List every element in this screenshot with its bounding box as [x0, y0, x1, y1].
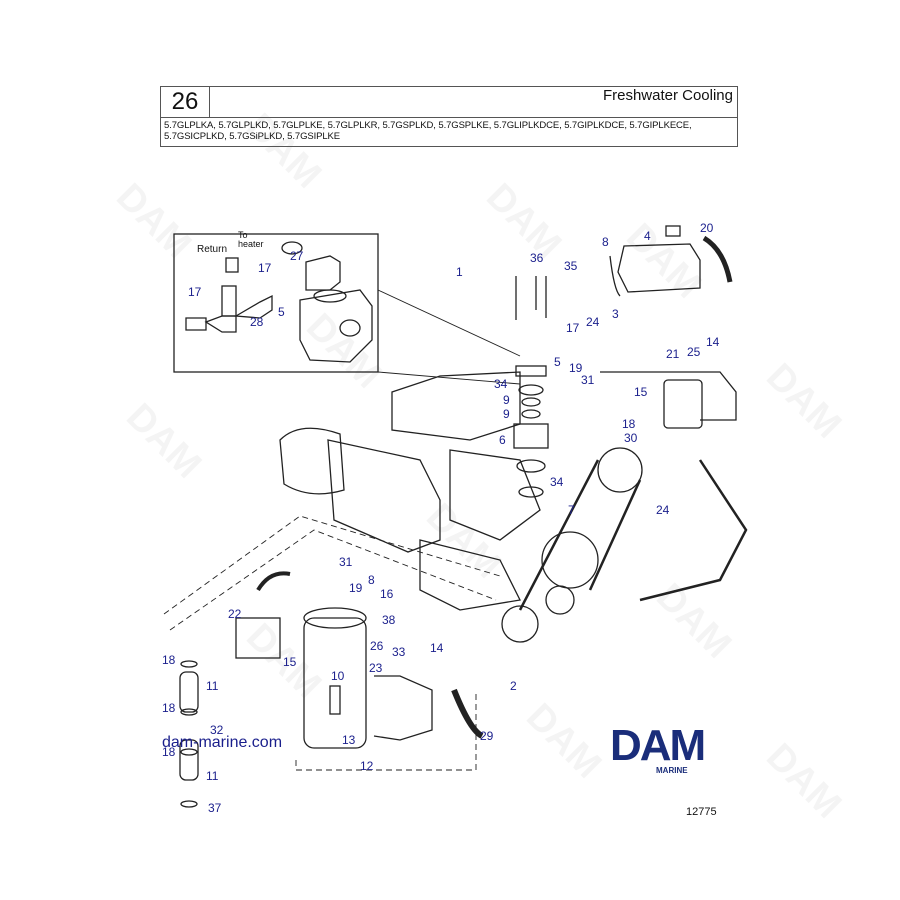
- callout-30: 30: [624, 431, 638, 445]
- figure-number: 12775: [686, 806, 717, 818]
- callout-9: 9: [503, 407, 510, 421]
- callout-24: 24: [656, 503, 670, 517]
- callout-29: 29: [480, 729, 494, 743]
- inset-callout-17: 17: [258, 261, 272, 275]
- callout-11: 11: [206, 679, 219, 693]
- inset-frame: [173, 233, 379, 373]
- callout-10: 10: [331, 669, 345, 683]
- callout-4: 4: [644, 229, 651, 243]
- callout-22: 22: [228, 607, 242, 621]
- callout-16: 16: [380, 587, 394, 601]
- inset-callout-17: 17: [188, 285, 202, 299]
- callout-14: 14: [706, 335, 720, 349]
- callout-1: 1: [456, 265, 463, 279]
- callout-2: 2: [510, 679, 517, 693]
- elbow-hose: [451, 688, 484, 739]
- inset-hose-clamp: [233, 294, 273, 319]
- inset-callout-28: 28: [250, 315, 264, 329]
- callout-34: 34: [550, 475, 564, 489]
- pump-pulley: [501, 605, 539, 643]
- logo-subtitle: MARINE: [656, 766, 688, 775]
- engine-lower: [419, 539, 521, 611]
- callout-11: 11: [206, 769, 219, 783]
- crank-pulley: [541, 531, 599, 589]
- inset-cap: [281, 241, 303, 255]
- page-header: 26 Freshwater Cooling 5.7GLPLKA, 5.7GLPL…: [160, 86, 738, 147]
- expansion-tank: [617, 243, 701, 293]
- callout-35: 35: [564, 259, 578, 273]
- alternator: [597, 447, 643, 493]
- page-title: Freshwater Cooling: [602, 87, 733, 104]
- callout-12: 12: [360, 759, 374, 773]
- callout-3: 3: [612, 307, 619, 321]
- callout-26: 26: [370, 639, 384, 653]
- inset-tee-riser: [221, 285, 237, 317]
- callout-34: 34: [494, 377, 508, 391]
- callout-17: 17: [566, 321, 580, 335]
- callout-8: 8: [368, 573, 375, 587]
- callout-7: 7: [568, 503, 575, 517]
- inset-return-fitting: [225, 257, 239, 273]
- exchanger-cover: [327, 439, 441, 553]
- inset-elbow: [305, 255, 341, 291]
- logo-word: DAM: [610, 721, 706, 770]
- engine-front: [449, 449, 541, 541]
- callout-31: 31: [339, 555, 353, 569]
- callout-19: 19: [349, 581, 363, 595]
- callout-21: 21: [666, 347, 680, 361]
- hose-lower: [179, 739, 199, 781]
- site-url: dam-marine.com: [162, 734, 283, 751]
- callout-8: 8: [602, 235, 609, 249]
- hose-upper: [179, 671, 199, 713]
- callout-36: 36: [530, 251, 544, 265]
- inset-tee: [204, 315, 237, 333]
- inset-labels: 17 27 17 5 28: [188, 249, 304, 329]
- callout-6: 6: [499, 433, 506, 447]
- callout-18: 18: [622, 417, 636, 431]
- callout-32: 32: [210, 723, 224, 737]
- thermostat-housing: [513, 423, 549, 449]
- callout-15: 15: [283, 655, 297, 669]
- callout-38: 38: [382, 613, 396, 627]
- callout-15: 15: [634, 385, 648, 399]
- inset-callout-5: 5: [278, 305, 285, 319]
- inset-hose: [185, 317, 207, 331]
- callout-23: 23: [369, 661, 383, 675]
- callout-14: 14: [430, 641, 444, 655]
- callout-18: 18: [162, 745, 176, 759]
- model-list: 5.7GLPLKA, 5.7GLPLKD, 5.7GLPLKE, 5.7GLPL…: [164, 120, 692, 142]
- callout-37: 37: [208, 801, 222, 815]
- heat-exchanger: [303, 617, 367, 749]
- dam-logo: DAM MARINE: [610, 721, 742, 776]
- return-label: Return: [197, 244, 227, 255]
- filter-housing: [663, 379, 703, 429]
- inset-callout-27: 27: [290, 249, 304, 263]
- callout-18: 18: [162, 653, 176, 667]
- callout-25: 25: [687, 345, 701, 359]
- callout-24: 24: [586, 315, 600, 329]
- inset-thermostat-housing: [299, 289, 373, 363]
- callout-5: 5: [554, 355, 561, 369]
- strap: [373, 675, 433, 741]
- page-number: 26: [161, 87, 210, 117]
- mounting-bracket: [235, 617, 281, 659]
- callout-31: 31: [581, 373, 595, 387]
- callout-18: 18: [162, 701, 176, 715]
- callout-9: 9: [503, 393, 510, 407]
- callout-33: 33: [392, 645, 406, 659]
- callout-19: 19: [569, 361, 583, 375]
- callout-13: 13: [342, 733, 356, 747]
- air-intake: [279, 427, 345, 495]
- callout-20: 20: [700, 221, 714, 235]
